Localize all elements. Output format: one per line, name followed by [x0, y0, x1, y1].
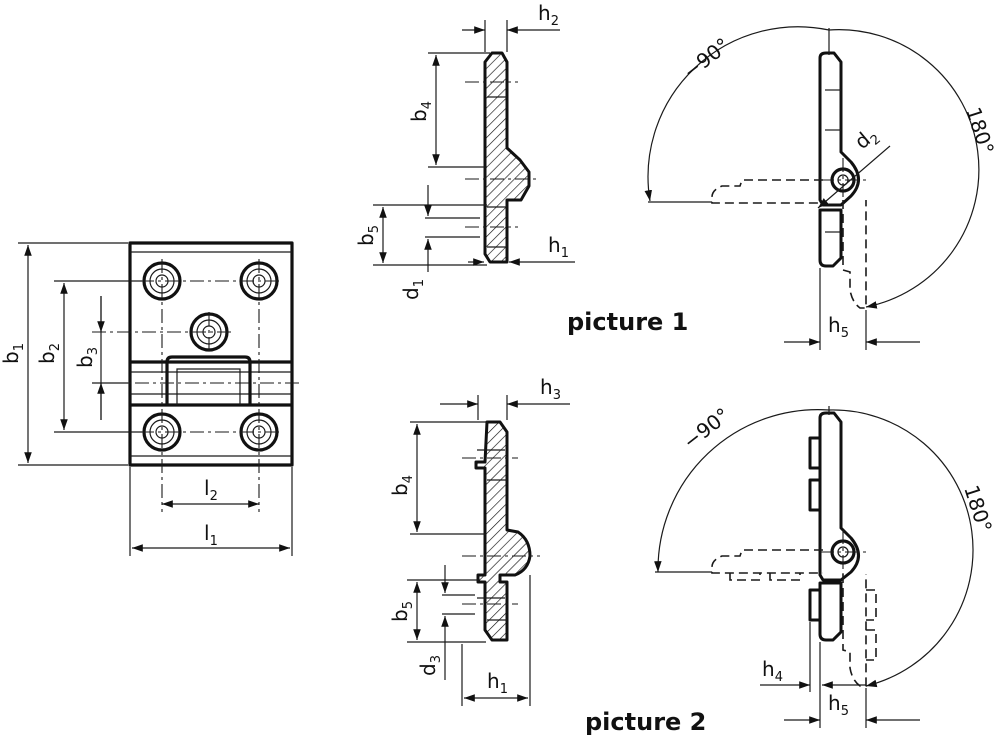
arc-180-2 — [828, 409, 974, 688]
rotated-leaf-180-2 — [842, 574, 867, 687]
label-h5-2: h5 — [828, 691, 849, 719]
label-b5: b5 — [354, 225, 382, 246]
label-h1: h1 — [548, 233, 569, 261]
label-b5-2: b5 — [388, 601, 416, 622]
label-minus90-2: −90° — [678, 403, 734, 454]
knuckle-outline — [165, 355, 252, 405]
label-b4: b4 — [407, 101, 435, 122]
section-view-picture-2: h3 b4 b5 d3 h1 picture 2 — [388, 375, 706, 736]
hinge-leaf-upper-2 — [818, 411, 860, 582]
arc-minus90-2 — [654, 409, 830, 573]
rotated-leaf-180 — [842, 200, 867, 309]
front-view: b1 b2 b3 l2 l1 — [0, 241, 300, 556]
label-h5: h5 — [828, 313, 849, 341]
section-hatched-profile — [483, 51, 531, 264]
label-180-2: 180° — [959, 482, 997, 535]
rotation-view-picture-2: −90° 180° h4 h5 — [654, 403, 997, 728]
section-view-picture-1: h2 b4 b5 d1 h1 picture 1 — [354, 1, 688, 336]
label-d2: d2 — [850, 122, 884, 157]
hinge-leaf-upper — [818, 51, 860, 207]
label-d1: d1 — [399, 279, 427, 300]
label-b2: b2 — [35, 343, 63, 364]
hinge-leaf-lower — [818, 208, 843, 268]
label-minus90: −90° — [678, 33, 734, 84]
arc-minus90 — [644, 26, 830, 202]
arc-180 — [828, 29, 980, 309]
label-h3: h3 — [540, 375, 561, 403]
caption-picture-2: picture 2 — [585, 708, 706, 736]
label-b4-2: b4 — [388, 475, 416, 496]
label-180: 180° — [961, 104, 999, 157]
section-hatched-profile-2 — [474, 420, 532, 642]
hinge-plate-outline — [128, 241, 294, 467]
label-h4: h4 — [762, 657, 783, 685]
label-b3: b3 — [73, 347, 101, 368]
label-h2: h2 — [538, 1, 559, 29]
label-l1: l1 — [204, 521, 218, 549]
rotated-leaf-minus90-2 — [711, 549, 823, 574]
rotation-view-picture-1: −90° 180° d2 h5 — [644, 26, 999, 350]
label-h1-2: h1 — [487, 669, 508, 697]
label-b1: b1 — [0, 343, 27, 364]
label-l2: l2 — [204, 476, 218, 504]
rotated-leaf-minus90 — [711, 179, 823, 204]
caption-picture-1: picture 1 — [567, 308, 688, 336]
hinge-leaf-lower-2 — [818, 581, 843, 642]
label-d3: d3 — [416, 655, 444, 676]
